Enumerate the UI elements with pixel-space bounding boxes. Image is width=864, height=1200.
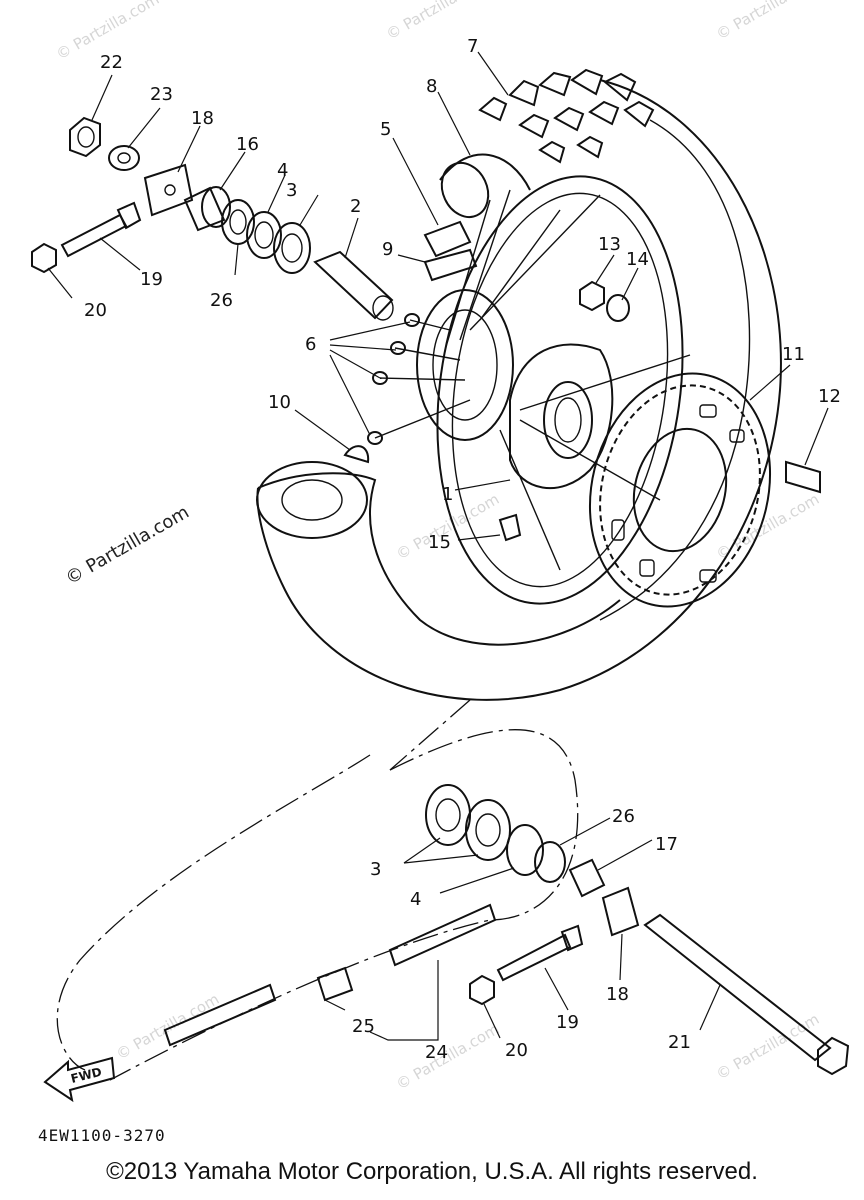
callout-2: 2 bbox=[350, 196, 361, 217]
nut-20-lower bbox=[469, 974, 495, 1006]
callout-25: 25 bbox=[352, 1016, 375, 1037]
nipple bbox=[390, 341, 406, 355]
sprocket-outer bbox=[588, 372, 772, 608]
chain-puller-18 bbox=[143, 163, 194, 217]
chain-path-lower bbox=[56, 754, 371, 1071]
bolt-19 bbox=[60, 213, 128, 258]
spacer-2 bbox=[313, 250, 394, 320]
right-wheel-parts bbox=[498, 280, 821, 542]
lower-assembly: FWD bbox=[43, 699, 850, 1103]
callout-22: 22 bbox=[100, 52, 123, 73]
callout-14: 14 bbox=[626, 249, 649, 270]
tire-tread bbox=[478, 68, 655, 164]
callout-18-lower: 18 bbox=[606, 984, 629, 1005]
nipple bbox=[367, 431, 383, 445]
washer-14 bbox=[606, 294, 630, 322]
nut-20 bbox=[31, 242, 57, 274]
callout-20-lower: 20 bbox=[505, 1040, 528, 1061]
rear-sprocket bbox=[588, 372, 772, 608]
callout-19-lower: 19 bbox=[556, 1012, 579, 1033]
spokes bbox=[374, 189, 691, 571]
callout-26-lower: 26 bbox=[612, 806, 635, 827]
nut-13 bbox=[579, 280, 605, 312]
callout-26: 26 bbox=[210, 290, 233, 311]
disc-cover-outer bbox=[256, 461, 368, 539]
callout-23: 23 bbox=[150, 84, 173, 105]
bearing-3-lower bbox=[425, 784, 471, 846]
callout-12: 12 bbox=[818, 386, 841, 407]
nipple bbox=[372, 371, 388, 385]
diagram-code: 4EW1100-3270 bbox=[38, 1126, 166, 1145]
chain-puller-18-lower bbox=[601, 886, 640, 937]
callout-13: 13 bbox=[598, 234, 621, 255]
oil-seal-26-lower bbox=[534, 841, 566, 883]
hub bbox=[416, 289, 514, 441]
copyright-notice: ©2013 Yamaha Motor Corporation, U.S.A. A… bbox=[106, 1158, 758, 1185]
watermark: © Partzilla.com bbox=[713, 0, 822, 43]
callout-21: 21 bbox=[668, 1032, 691, 1053]
washer-23 bbox=[108, 145, 140, 171]
hub-inner bbox=[432, 309, 498, 421]
callout-6: 6 bbox=[305, 334, 316, 355]
callout-8: 8 bbox=[426, 76, 437, 97]
watermark: © Partzilla.com bbox=[113, 990, 222, 1063]
spacer-4 bbox=[246, 211, 282, 259]
nipple bbox=[404, 313, 420, 327]
callout-10: 10 bbox=[268, 392, 291, 413]
axle-head bbox=[817, 1036, 850, 1076]
rear-wheel bbox=[256, 68, 782, 701]
callout-20: 20 bbox=[84, 300, 107, 321]
inner-tube bbox=[439, 153, 531, 191]
watermark: © Partzilla.com bbox=[713, 1010, 822, 1083]
chain-path-upper bbox=[109, 729, 579, 1081]
callout-9: 9 bbox=[382, 239, 393, 260]
tire-inner-edge bbox=[257, 472, 621, 646]
axle-21 bbox=[643, 913, 832, 1062]
valve-15 bbox=[498, 513, 522, 542]
callout-19: 19 bbox=[140, 269, 163, 290]
collar-17 bbox=[568, 858, 606, 898]
rim-lock bbox=[423, 248, 478, 282]
callout-3: 3 bbox=[286, 180, 297, 201]
callout-16: 16 bbox=[236, 134, 259, 155]
nut-22 bbox=[69, 116, 101, 158]
callout-17: 17 bbox=[655, 834, 678, 855]
drive-chain-24 bbox=[388, 903, 497, 967]
bolt-12 bbox=[785, 460, 821, 494]
rim-band bbox=[423, 220, 472, 258]
disc-cover bbox=[256, 445, 370, 539]
watermark-main: © Partzilla.com bbox=[62, 502, 193, 590]
disc-cover-tab bbox=[343, 445, 370, 464]
callout-4: 4 bbox=[277, 160, 288, 181]
collar-16 bbox=[183, 186, 226, 232]
leader-lines bbox=[47, 51, 829, 1041]
master-link-25 bbox=[316, 966, 354, 1002]
hub-flange bbox=[509, 343, 614, 489]
sprocket-center bbox=[632, 427, 728, 553]
bearing-3 bbox=[273, 222, 311, 274]
callout-18: 18 bbox=[191, 108, 214, 129]
callout-15: 15 bbox=[428, 532, 451, 553]
tire-outer bbox=[256, 79, 782, 701]
left-axle-parts bbox=[31, 116, 420, 445]
callout-4-lower: 4 bbox=[410, 889, 421, 910]
callout-3-lower: 3 bbox=[370, 859, 381, 880]
hub-bore bbox=[543, 381, 593, 459]
callout-7: 7 bbox=[467, 36, 478, 57]
callout-5: 5 bbox=[380, 119, 391, 140]
rim bbox=[436, 175, 684, 605]
bearing-3-lower bbox=[465, 799, 511, 861]
drive-chain-24 bbox=[163, 983, 277, 1047]
callout-11: 11 bbox=[782, 344, 805, 365]
bolt-19-lower bbox=[496, 933, 572, 982]
callout-24: 24 bbox=[425, 1042, 448, 1063]
callout-1: 1 bbox=[442, 484, 453, 505]
fwd-arrow: FWD bbox=[43, 1056, 116, 1103]
callouts: 1 2 3 3 4 4 5 6 7 8 9 10 11 12 13 14 15 … bbox=[84, 36, 841, 1063]
rim-inner bbox=[451, 192, 669, 588]
spacer-4-lower bbox=[506, 824, 544, 876]
